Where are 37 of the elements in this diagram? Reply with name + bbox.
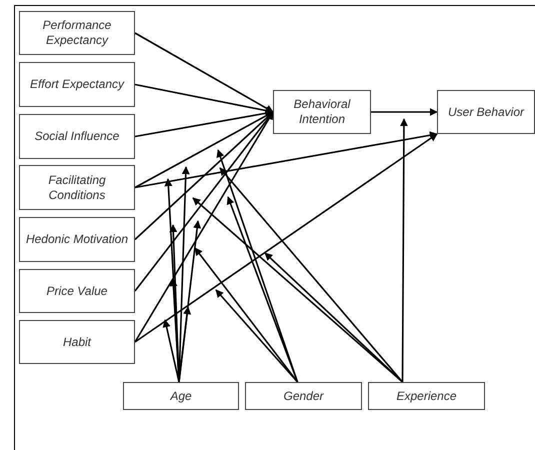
construct-box (273, 90, 371, 134)
construct-label: Age (170, 388, 192, 404)
arrow (226, 196, 298, 382)
construct-label: Facilitating Conditions (47, 172, 107, 202)
arrow (194, 247, 298, 382)
arrow (162, 319, 180, 382)
construct-label: Performance Expectancy (42, 18, 112, 48)
construct-box (245, 382, 362, 410)
arrow (134, 131, 438, 188)
construct-box (19, 114, 135, 159)
construct-label: Social Influence (34, 129, 120, 144)
construct-box (19, 11, 135, 55)
construct-box (19, 320, 135, 364)
arrow (264, 252, 404, 383)
arrow (178, 220, 202, 382)
construct-box (437, 90, 535, 134)
arrow (134, 111, 274, 240)
construct-label: Experience (396, 388, 457, 404)
arrow (371, 108, 438, 116)
construct-box (368, 382, 485, 410)
construct-label: Price Value (46, 284, 108, 298)
construct-box (19, 269, 135, 313)
construct-box (123, 382, 239, 410)
arrow (134, 32, 274, 113)
construct-label: Effort Expectancy (30, 77, 124, 92)
construct-label: Behavioral Intention (292, 97, 352, 127)
construct-label: Habit (62, 334, 91, 350)
construct-label: User Behavior (448, 104, 524, 120)
construct-box (19, 165, 135, 210)
construct-label: Hedonic Motivation (26, 232, 128, 247)
arrow (400, 118, 408, 382)
arrow (134, 133, 438, 343)
construct-box (19, 62, 135, 107)
construct-box (19, 217, 135, 262)
construct-label: Gender (283, 388, 324, 404)
arrow (215, 289, 298, 383)
arrow (192, 197, 404, 383)
